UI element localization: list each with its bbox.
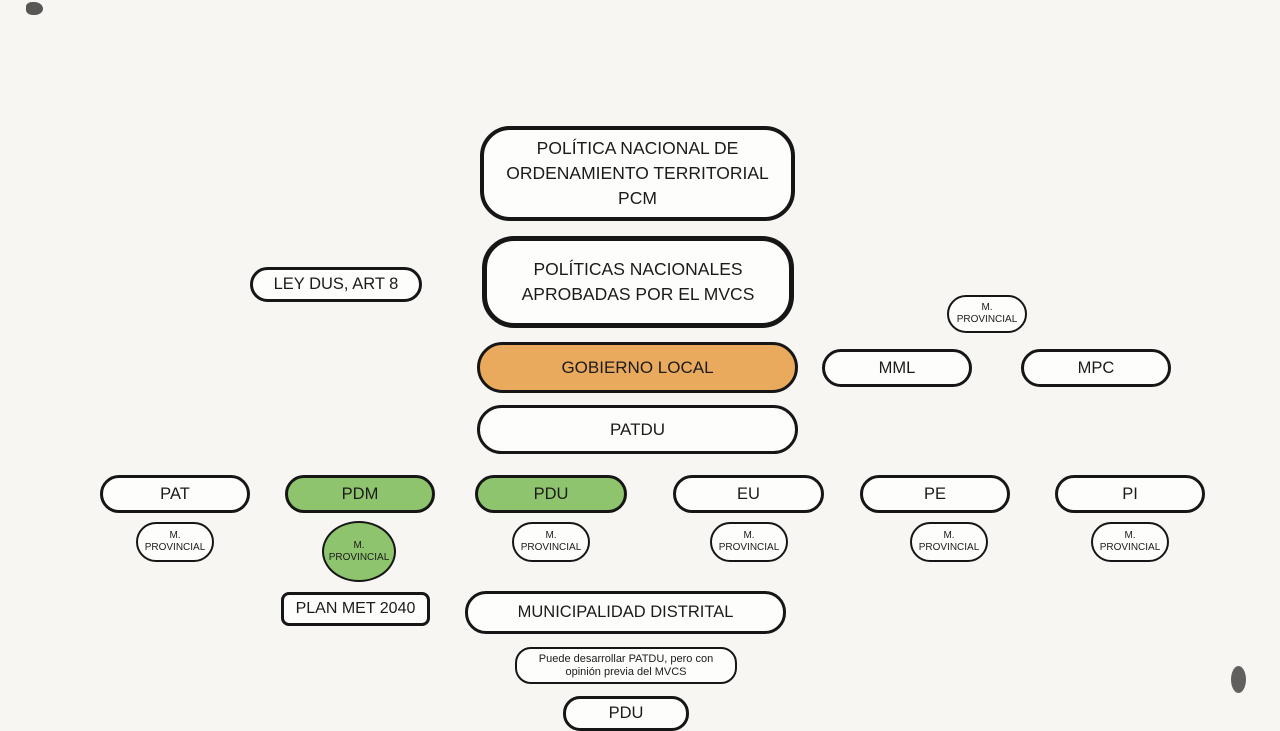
artifact-smudge-top-left	[26, 2, 43, 15]
node-label-line: Puede desarrollar PATDU, pero con	[538, 652, 714, 665]
node-m-provincial-eu: M. PROVINCIAL	[710, 522, 788, 562]
node-municipalidad-distrital: MUNICIPALIDAD DISTRITAL	[465, 591, 786, 634]
node-label-line: PROVINCIAL	[328, 551, 390, 563]
node-label-line: POLÍTICAS NACIONALES	[533, 259, 743, 279]
node-m-provincial-pdu: M. PROVINCIAL	[512, 522, 590, 562]
node-label: GOBIERNO LOCAL	[561, 357, 714, 377]
node-label-line: PROVINCIAL	[144, 542, 206, 553]
node-label-line: ORDENAMIENTO TERRITORIAL	[506, 163, 769, 183]
node-label-line: POLÍTICA NACIONAL DE	[536, 138, 739, 158]
node-label: PLAN MET 2040	[295, 600, 416, 617]
node-label-line: M.	[981, 302, 993, 313]
node-m-provincial-top: M. PROVINCIAL	[947, 295, 1027, 333]
node-label: PI	[1122, 484, 1138, 503]
node-m-provincial-pe: M. PROVINCIAL	[910, 522, 988, 562]
node-label: MPC	[1077, 358, 1115, 377]
node-label-line: M.	[743, 530, 755, 541]
node-label: PDU	[608, 704, 644, 722]
node-label-line: M.	[353, 539, 365, 551]
node-label: MML	[878, 358, 916, 377]
node-mpc: MPC	[1021, 349, 1171, 387]
node-pdu: PDU	[475, 475, 627, 513]
node-label-line: M.	[545, 530, 557, 541]
node-label-line: PROVINCIAL	[956, 314, 1018, 325]
node-label: LEY DUS, ART 8	[273, 275, 399, 293]
node-label-line: PROVINCIAL	[1099, 542, 1161, 553]
node-label-line: PROVINCIAL	[520, 542, 582, 553]
node-label: EU	[737, 484, 760, 503]
node-label: PE	[923, 484, 946, 503]
node-pdm: PDM	[285, 475, 435, 513]
node-m-provincial-pdm: M. PROVINCIAL	[322, 521, 396, 582]
node-pat: PAT	[100, 475, 250, 513]
node-label-line: M.	[169, 530, 181, 541]
node-pi: PI	[1055, 475, 1205, 513]
node-label-line: APROBADAS POR EL MVCS	[521, 284, 755, 304]
node-label-line: M.	[943, 530, 955, 541]
node-label: PDM	[341, 484, 379, 503]
node-eu: EU	[673, 475, 824, 513]
node-mml: MML	[822, 349, 972, 387]
node-m-provincial-pi: M. PROVINCIAL	[1091, 522, 1169, 562]
node-label: PDU	[533, 484, 569, 503]
node-patdu: PATDU	[477, 405, 798, 454]
node-pdu-distrital: PDU	[563, 696, 689, 731]
node-label-line: opinión previa del MVCS	[565, 665, 687, 678]
node-m-provincial-pat: M. PROVINCIAL	[136, 522, 214, 562]
node-label-line: PROVINCIAL	[918, 542, 980, 553]
node-politicas-nacionales-mvcs: POLÍTICAS NACIONALES APROBADAS POR EL MV…	[482, 236, 794, 328]
node-label: MUNICIPALIDAD DISTRITAL	[517, 603, 734, 621]
node-pe: PE	[860, 475, 1010, 513]
node-label-line: PCM	[618, 188, 657, 208]
artifact-smudge-right-edge	[1231, 666, 1246, 693]
node-nota-patdu-mvcs: Puede desarrollar PATDU, pero con opinió…	[515, 647, 737, 684]
node-ley-dus-art-8: LEY DUS, ART 8	[250, 267, 422, 302]
node-label-line: M.	[1124, 530, 1136, 541]
node-label: PATDU	[609, 419, 666, 439]
node-politica-nacional-pcm: POLÍTICA NACIONAL DE ORDENAMIENTO TERRIT…	[480, 126, 795, 221]
node-label-line: PROVINCIAL	[718, 542, 780, 553]
node-label: PAT	[160, 484, 190, 503]
node-gobierno-local: GOBIERNO LOCAL	[477, 342, 798, 393]
node-plan-met-2040: PLAN MET 2040	[281, 592, 430, 626]
